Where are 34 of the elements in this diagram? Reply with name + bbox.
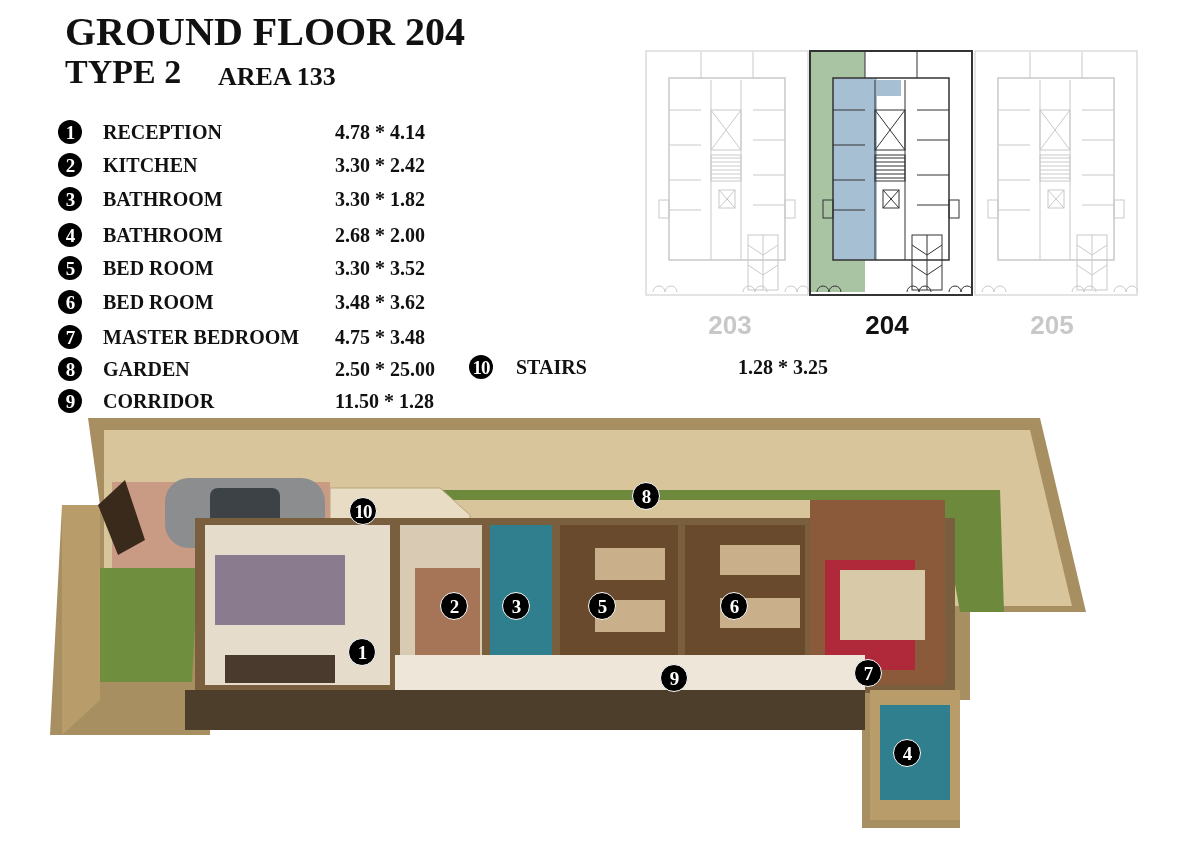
room-label: STAIRS bbox=[516, 357, 587, 377]
room-label: CORRIDOR bbox=[103, 391, 215, 411]
callout-number: 9 bbox=[58, 389, 82, 413]
callout-number: 10 bbox=[469, 355, 493, 379]
room-label: GARDEN bbox=[103, 359, 190, 379]
callout-number: 3 bbox=[58, 187, 82, 211]
room-label: MASTER BEDROOM bbox=[103, 327, 300, 347]
subtitle: TYPE 2 bbox=[65, 55, 182, 89]
room-label: RECEPTION bbox=[103, 122, 222, 142]
room-label: BATHROOM bbox=[103, 189, 223, 209]
room-label: KITCHEN bbox=[103, 155, 198, 175]
room-label: 1.28 * 3.25 bbox=[738, 357, 828, 377]
callout-number: 8 bbox=[58, 357, 82, 381]
unit-number: 204 bbox=[865, 312, 909, 338]
callout-number: 6 bbox=[58, 290, 82, 314]
subtitle: AREA 133 bbox=[218, 64, 336, 90]
room-label: BED ROOM bbox=[103, 258, 214, 278]
title: GROUND FLOOR 204 bbox=[65, 10, 465, 54]
room-label: BED ROOM bbox=[103, 292, 214, 312]
room-label: 2.50 * 25.00 bbox=[335, 359, 435, 379]
callout-number: 7 bbox=[58, 325, 82, 349]
callout-number: 4 bbox=[58, 223, 82, 247]
callout-number: 1 bbox=[58, 120, 82, 144]
room-label: 4.78 * 4.14 bbox=[335, 122, 425, 142]
room-label: BATHROOM bbox=[103, 225, 223, 245]
room-label: 11.50 * 1.28 bbox=[335, 391, 434, 411]
room-label: 3.30 * 2.42 bbox=[335, 155, 425, 175]
callout-number: 2 bbox=[58, 153, 82, 177]
room-label: 3.48 * 3.62 bbox=[335, 292, 425, 312]
room-label: 3.30 * 3.52 bbox=[335, 258, 425, 278]
callout-number: 5 bbox=[58, 256, 82, 280]
room-label: 3.30 * 1.82 bbox=[335, 189, 425, 209]
room-label: 4.75 * 3.48 bbox=[335, 327, 425, 347]
room-label: 2.68 * 2.00 bbox=[335, 225, 425, 245]
